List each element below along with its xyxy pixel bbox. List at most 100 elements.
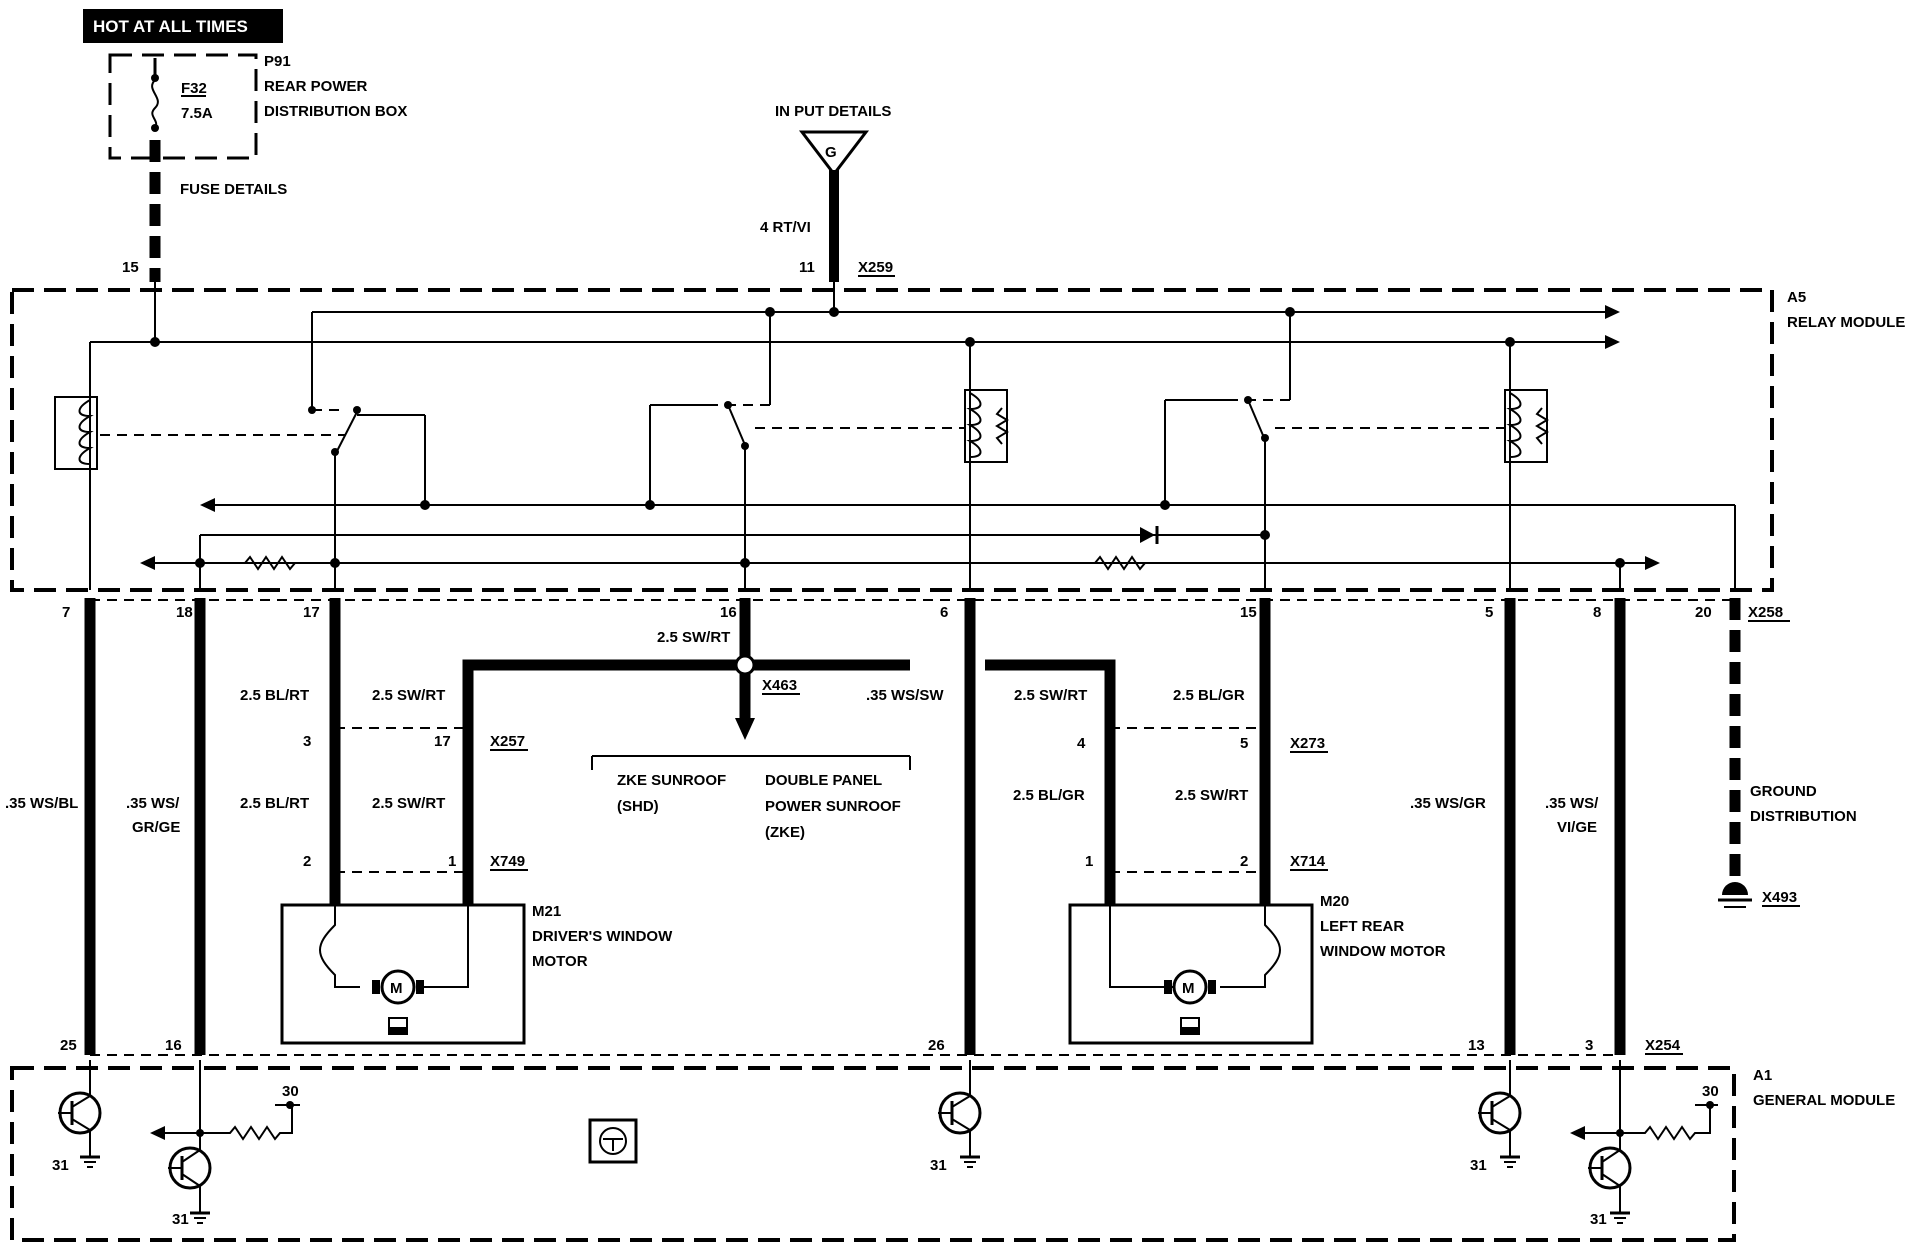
input-details-label: IN PUT DETAILS (775, 103, 891, 120)
relay-coil-2 (964, 389, 1008, 463)
x749-connector: X749 (490, 853, 525, 870)
x258-pin-5: 5 (1485, 604, 1493, 621)
x273-pin-4: 4 (1077, 735, 1086, 752)
input-g-symbol (798, 130, 870, 177)
x259-connector: X259 (858, 259, 893, 276)
fuse-icon (151, 79, 159, 129)
wire-5-label: .35 WS/GR (1410, 795, 1486, 812)
x254-connector: X254 (1645, 1037, 1681, 1054)
x259-pin-11: 11 (799, 259, 815, 276)
zke-sunroof-label-2: (SHD) (617, 798, 659, 815)
ground-connector: X493 (1762, 889, 1797, 906)
general-module-outline (10, 1066, 1736, 1242)
m21-motor-box (280, 903, 526, 1045)
wire-18-label-2: GR/GE (132, 819, 180, 836)
x258-pin-8: 8 (1593, 604, 1601, 621)
x257-pin-3: 3 (303, 733, 311, 750)
ground-dist-label-2: DISTRIBUTION (1750, 808, 1857, 825)
wire-16-label: 2.5 SW/RT (657, 629, 730, 646)
x258-pin-6: 6 (940, 604, 948, 621)
x714-pin-1: 1 (1085, 853, 1093, 870)
x258-pin-20: 20 (1695, 604, 1712, 621)
wire-17-label-a: 2.5 BL/RT (240, 687, 309, 704)
fuse-details-label: FUSE DETAILS (180, 181, 287, 198)
wire-16-label-a: 2.5 SW/RT (372, 687, 445, 704)
x258-connector: X258 (1748, 604, 1783, 621)
gm-ground-1: 31 (52, 1157, 69, 1174)
gm-supply-1: 30 (282, 1083, 299, 1100)
pullup-resistor-1-icon (200, 1105, 293, 1141)
x258-pin-18: 18 (176, 604, 193, 621)
ground-icon (1722, 882, 1748, 895)
x714-connector: X714 (1290, 853, 1326, 870)
double-panel-label-3: (ZKE) (765, 824, 805, 841)
input-wire-label: 4 RT/VI (760, 219, 811, 236)
fuse-rating: 7.5A (181, 105, 213, 122)
m20-name-1: LEFT REAR (1320, 918, 1404, 935)
x258-pin-7: 7 (62, 604, 70, 621)
relay-module-name: RELAY MODULE (1787, 314, 1905, 331)
x258-pin-17: 17 (303, 604, 320, 621)
fuse-box-name-1: REAR POWER (264, 78, 368, 95)
ground-dist-label-1: GROUND (1750, 783, 1817, 800)
x254-pin-13: 13 (1468, 1037, 1485, 1054)
hot-at-all-times-badge (83, 9, 283, 43)
wire-17-label-b: 2.5 BL/RT (240, 795, 309, 812)
fuse-box-id: P91 (264, 53, 291, 70)
relay-coil-1 (54, 396, 98, 470)
wire-left-rear-sw-rt (985, 659, 1116, 905)
wire-15-label-b: 2.5 SW/RT (1175, 787, 1248, 804)
x258-pin-16: 16 (720, 604, 737, 621)
general-module-id: A1 (1753, 1067, 1772, 1084)
splice-right-label: .35 WS/SW (866, 687, 944, 704)
gm-ground-2: 31 (172, 1211, 189, 1228)
wire-15-label-c: 2.5 BL/GR (1013, 787, 1085, 804)
x257-pin-17: 17 (434, 733, 451, 750)
input-g-letter: G (825, 144, 837, 161)
x254-pin-3: 3 (1585, 1037, 1593, 1054)
m21-motor-icon (380, 969, 416, 1005)
wire-lr-sw-rt-label: 2.5 SW/RT (1014, 687, 1087, 704)
gm-ground-4: 31 (1470, 1157, 1487, 1174)
m21-id: M21 (532, 903, 561, 920)
m20-motor-box (1068, 903, 1314, 1045)
resistor-2-icon (1094, 555, 1146, 571)
x749-pin-1: 1 (448, 853, 456, 870)
fuse-box-name-2: DISTRIBUTION BOX (264, 103, 407, 120)
pullup-resistor-2-icon (1620, 1105, 1711, 1141)
m20-motor-icon (1172, 969, 1208, 1005)
sunroof-arrow-icon (735, 718, 755, 740)
x273-connector: X273 (1290, 735, 1325, 752)
x254-pin-16: 16 (165, 1037, 182, 1054)
splice-id: X463 (762, 677, 797, 694)
m20-id: M20 (1320, 893, 1349, 910)
m20-motor-symbol: M (1182, 980, 1195, 997)
double-panel-label-2: POWER SUNROOF (765, 798, 901, 815)
gm-ground-5: 31 (1590, 1211, 1607, 1228)
relay-module-outline (10, 288, 1774, 592)
x258-pin-15: 15 (1240, 604, 1257, 621)
wire-7-label: .35 WS/BL (5, 795, 78, 812)
double-panel-label-1: DOUBLE PANEL (765, 772, 882, 789)
relay-coil-3 (1504, 389, 1548, 463)
x749-pin-2: 2 (303, 853, 311, 870)
splice-left-wire (462, 659, 910, 905)
m21-name-1: DRIVER'S WINDOW (532, 928, 673, 945)
x257-connector: X257 (490, 733, 525, 750)
gm-ground-3: 31 (930, 1157, 947, 1174)
relay-module-id: A5 (1787, 289, 1806, 306)
wire-16-label-b: 2.5 SW/RT (372, 795, 445, 812)
wire-15-label-a: 2.5 BL/GR (1173, 687, 1245, 704)
wire-18-label-1: .35 WS/ (126, 795, 180, 812)
x259-pin-15: 15 (122, 259, 139, 276)
m20-name-2: WINDOW MOTOR (1320, 943, 1446, 960)
gm-supply-2: 30 (1702, 1083, 1719, 1100)
fuse-box-outline (108, 53, 258, 160)
x254-pin-26: 26 (928, 1037, 945, 1054)
x273-pin-5: 5 (1240, 735, 1248, 752)
zke-sunroof-label-1: ZKE SUNROOF (617, 772, 726, 789)
x714-pin-2: 2 (1240, 853, 1248, 870)
m21-motor-symbol: M (390, 980, 403, 997)
wire-8-label-1: .35 WS/ (1545, 795, 1599, 812)
